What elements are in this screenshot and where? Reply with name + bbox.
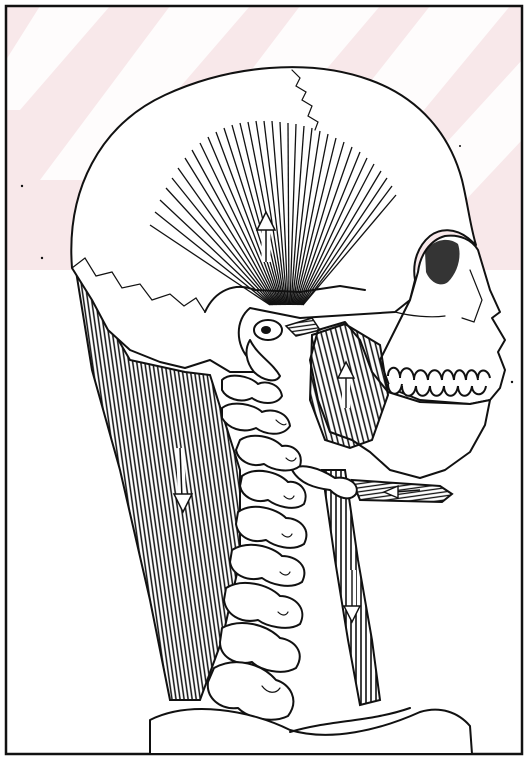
shoulder-outline (150, 709, 472, 754)
scan-speck (511, 381, 513, 383)
mastoid-process (247, 340, 280, 380)
scan-speck (41, 257, 43, 259)
scan-speck (21, 185, 23, 187)
scan-speck (459, 145, 461, 147)
ear-canal (254, 318, 320, 340)
